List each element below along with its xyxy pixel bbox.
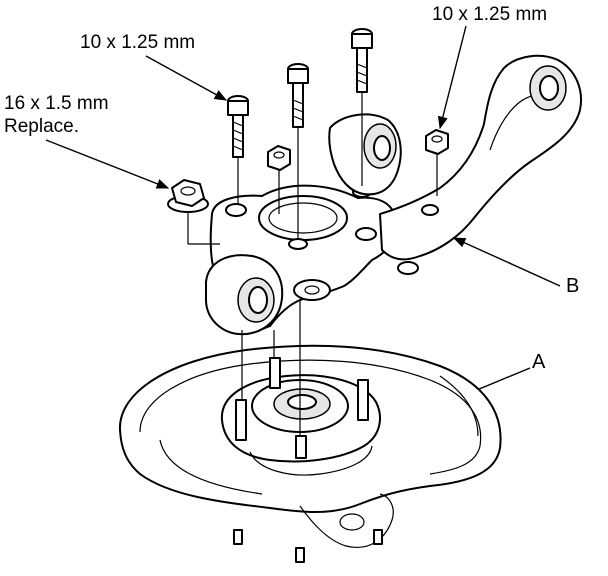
nut-small-center [267, 145, 291, 171]
bolt-top [351, 28, 373, 93]
nut-right [425, 129, 449, 155]
label-bolt-top-right: 10 x 1.25 mm [432, 4, 547, 25]
callout-b: B [566, 275, 579, 297]
label-nut-left-size: 16 x 1.5 mm [4, 93, 109, 114]
leader-bolt-top-right [437, 25, 467, 130]
hub-bearing-unit [220, 357, 383, 563]
leader-b [452, 237, 561, 287]
leader-bolt-top-left [145, 55, 228, 101]
hub-stud-front [295, 435, 307, 459]
bolt-center [287, 63, 309, 128]
steering-knuckle [205, 54, 582, 336]
callout-a: A [532, 351, 546, 373]
hub-stud-left [235, 399, 247, 441]
alignment-lines [187, 92, 438, 436]
bolt-left [227, 95, 249, 158]
leader-nut-left [45, 139, 170, 189]
label-nut-left-replace: Replace. [4, 116, 79, 137]
hub-stud-back [269, 357, 281, 389]
nut-left-flange [167, 179, 209, 213]
hub-stud-right [357, 379, 369, 421]
label-bolt-top-left: 10 x 1.25 mm [80, 32, 195, 53]
